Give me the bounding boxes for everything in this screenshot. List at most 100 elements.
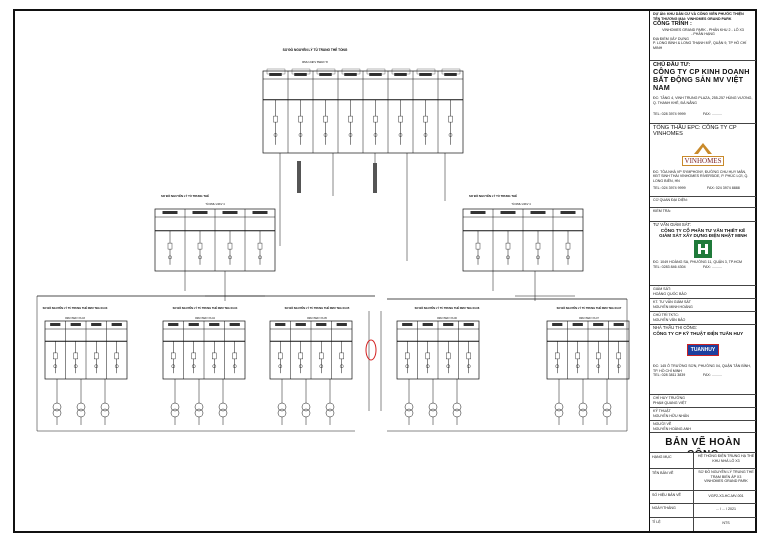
transformer-symbol [170,408,180,418]
main-rmu-breaker-symbol [348,115,353,123]
bottom-rmu-2-ct-symbol [232,364,237,369]
transformer-symbol [452,402,462,412]
transformer-symbol [301,402,311,412]
transformer-symbol [404,402,414,412]
tuanhuy-logo: TUANHUY [653,336,753,364]
right-rmu-cubicle-tag [560,211,576,214]
bottom-sub-4: RMU 3WAY X3-06 [437,317,457,320]
contractor-info: NHÀ THẦU THI CÔNG: CÔNG TY CP KỸ THUẬT Đ… [650,325,756,395]
date-value: ... / ... / 2021 [716,507,736,511]
scale-rev-row: TỈ LỆ NTS [650,518,756,531]
left-panel-title: SƠ ĐỒ NGUYÊN LÝ TỦ TRUNG THẾ [161,193,209,198]
bottom-rmu-1-breaker-symbol [53,352,58,360]
bottom-title-2: SƠ ĐỒ NGUYÊN LÝ TỦ TRUNG THẾ RMU TBA X3-… [173,305,238,310]
bottom-rmu-5-cubicle-tag [613,323,624,326]
main-rmu-breaker-symbol [398,115,403,123]
epc-address: ĐC: TÒA NHÀ VP SYMPHONY, ĐƯỜNG CHU HUY M… [653,169,749,183]
main-rmu-label-box [266,68,286,75]
main-rmu-cubicle-tag [444,73,457,76]
bottom-rmu-3-ct-symbol [298,364,303,369]
left-panel-sub: TỦ RMU 24KV 4 [205,201,225,206]
main-rmu-label-box [391,68,411,75]
bottom-rmu-5-cubicle-tag [552,323,563,326]
drawing-no-label: SỐ HIỆU BẢN VẼ [652,493,681,497]
bottom-rmu-1-ct-symbol [53,364,58,369]
main-rmu-ct-symbol [323,133,328,137]
main-rmu-cubicle-tag [269,73,282,76]
location: P. LONG BÌNH & LONG THẠNH MỸ, QUẬN 9, TP… [653,41,747,50]
nhatminh-logo-icon [694,240,712,259]
vinhomes-logo-text: VINHOMES [681,155,725,166]
supervisor-info: TƯ VẤN GIÁM SÁT: CÔNG TY CỔ PHẦN TƯ VẤN … [650,222,756,286]
main-rmu-breaker-symbol [423,115,428,123]
main-rmu-label-box [316,68,336,75]
contractor-address: ĐC: 145 Ô TRƯỜNG SƠN, PHƯỜNG 04, QUẬN TÂ… [653,364,751,373]
bottom-rmu-3-cubicle-tag [336,323,347,326]
sheet-label: TÊN BẢN VẼ [652,471,674,475]
giam-sat-name: HOÀNG QUỐC BẢO [653,291,687,296]
main-rmu-breaker-symbol [373,115,378,123]
main-rmu-ct-symbol [273,133,278,137]
project-label-2: TÊN THƯƠNG MẠI: VINHOMES GRAND PARK [653,16,732,21]
sheet-value-3: VINHOMES GRAND PARK [704,479,748,484]
main-rmu-cubicle-tag [319,73,332,76]
main-rmu-ct-symbol [373,133,378,137]
right-rmu-ct-symbol [506,255,510,260]
right-rmu-ct-symbol [536,255,540,260]
bottom-rmu-5-ct-symbol [596,364,601,369]
bottom-switchgear [44,320,630,425]
cable-bundle [297,161,301,193]
kiem-tra-row: KIỂM TRA: [650,208,756,222]
right-rmu-cubicle-tag [470,211,486,214]
transformer-symbol [578,408,588,418]
cable-bundle [373,163,377,193]
bottom-rmu-4-cubicle-tag [463,323,474,326]
project-info: DỰ ÁN: KHU DÂN CƯ VÀ CÔNG VIÊN PHƯỚC THI… [650,11,756,61]
contractor-name: CÔNG TY CP KỸ THUẬT ĐIỆN TUẤN HUY [653,330,744,336]
transformer-symbol [76,408,86,418]
bottom-rmu-1-breaker-symbol [73,352,78,360]
bottom-rmu-1-cubicle-tag [70,323,81,326]
right-rmu-ct-symbol [566,255,570,260]
top-sub: RMU 24KV 8WAY/ 8 [302,60,328,64]
top-title: SƠ ĐỒ NGUYÊN LÝ TỦ TRUNG THẾ TỔNG [283,47,348,52]
right-rmu-breaker-symbol [535,242,541,250]
transformer-symbol [170,402,180,412]
main-rmu-ct-symbol [448,133,453,137]
bottom-rmu-3-ct-symbol [339,364,344,369]
right-rmu-ct-symbol [476,255,480,260]
chu-tri-row: CHỦ TRÌ TKTC: NGUYỄN VĂN BẢO [650,312,756,325]
hm-value: HỆ THỐNG ĐIỆN TRUNG HẠ THẾ [697,454,755,458]
bottom-rmu-4-ct-symbol [466,364,471,369]
right-panel-sub: TỦ RMU 24KV 4 [511,201,531,206]
owner-tel: TEL: 028 3974 9999 [653,111,686,116]
transformer-symbol [194,408,204,418]
left-rmu-breaker-symbol [197,242,203,250]
cqdd-row: CƠ QUAN ĐẠI DIỆN: [650,197,756,208]
left-rmu-ct-symbol [258,255,262,260]
drawing-title: BẢN VẼ HOÀN CÔNG [665,437,741,452]
transformer-symbol [100,408,110,418]
tuanhuy-logo-text: TUANHUY [686,344,720,356]
bottom-rmu-1-breaker-symbol [94,352,99,360]
main-rmu-breaker-symbol [298,115,303,123]
main-rmu-ct-symbol [348,133,353,137]
transformer-symbol [76,402,86,412]
bottom-rmu-4-ct-symbol [425,364,430,369]
cqdd-label: CƠ QUAN ĐẠI DIỆN: [653,198,688,202]
contractor-tel: TEL: 028 3811 3839 [653,373,686,378]
transformer-symbol [52,408,62,418]
bottom-rmu-3-ct-symbol [319,364,324,369]
bottom-sub-1: RMU 3WAY X3-03 [65,317,85,320]
transformer-symbol [277,408,287,418]
supervisor-fax: FAX: .......... [703,265,722,269]
main-rmu-label-box [341,68,361,75]
scale-value: NTS [722,521,730,525]
bottom-rmu-3-breaker-symbol [319,352,324,360]
bottom-rmu-2-breaker-symbol [232,352,237,360]
giam-sat-label: GIÁM SÁT: [653,287,671,291]
drawing-area: SƠ ĐỒ NGUYÊN LÝ TỦ TRUNG THẾ TỔNG RMU 24… [15,11,649,531]
bottom-rmu-5-ct-symbol [575,364,580,369]
hm-value-2: KHU NHÀ LÔ X3 [712,458,740,463]
main-rmu-breaker-symbol [273,115,278,123]
